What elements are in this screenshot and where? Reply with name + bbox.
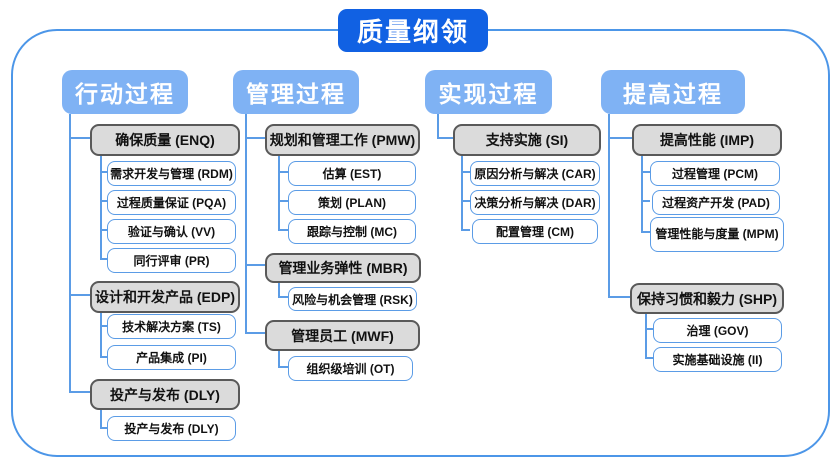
diagram-title: 质量纲领 [338,9,488,52]
connector [608,114,610,298]
connector [437,137,453,139]
connector [100,427,108,429]
node-rsk: 风险与机会管理 (RSK) [288,287,417,311]
connector [245,264,265,266]
header-management-process: 管理过程 [233,70,359,114]
connector [608,296,630,298]
node-mwf: 管理员工 (MWF) [265,320,420,351]
node-dly-item: 投产与发布 (DLY) [107,416,236,441]
connector [245,332,265,334]
node-enq: 确保质量 (ENQ) [90,124,240,156]
connector [278,296,288,298]
connector [278,152,280,231]
node-mbr: 管理业务弹性 (MBR) [265,253,421,283]
connector [69,114,71,393]
node-pr: 同行评审 (PR) [107,248,236,273]
connector [278,200,288,202]
node-edp: 设计和开发产品 (EDP) [90,281,240,313]
connector [100,152,102,260]
connector [100,406,102,428]
node-pi: 产品集成 (PI) [107,345,236,370]
connector [100,200,108,202]
connector [100,356,108,358]
node-ii: 实施基础设施 (II) [653,347,782,372]
connector [278,347,280,368]
connector [245,137,265,139]
node-imp: 提高性能 (IMP) [632,124,782,156]
node-pqa: 过程质量保证 (PQA) [107,190,236,215]
connector [461,229,470,231]
connector [645,357,653,359]
node-rdm: 需求开发与管理 (RDM) [107,161,236,186]
connector [641,200,650,202]
connector [100,229,108,231]
connector [461,171,470,173]
connector [69,391,90,393]
connector [100,171,108,173]
connector [645,328,653,330]
connector [278,279,280,298]
node-pcm: 过程管理 (PCM) [650,161,780,186]
node-dly-group: 投产与发布 (DLY) [90,379,240,410]
connector [278,366,288,368]
node-cm: 配置管理 (CM) [472,219,598,244]
node-vv: 验证与确认 (VV) [107,219,236,244]
node-plan: 策划 (PLAN) [288,190,416,215]
connector [437,114,439,139]
connector [100,325,108,327]
header-improvement-process: 提高过程 [601,70,745,114]
node-est: 估算 (EST) [288,161,416,186]
connector [100,258,108,260]
connector [69,294,90,296]
node-mc: 跟踪与控制 (MC) [288,219,416,244]
header-action-process: 行动过程 [62,70,188,114]
connector [245,114,247,333]
connector [100,309,102,358]
node-car: 原因分析与解决 (CAR) [470,161,600,186]
connector [278,171,288,173]
node-pmw: 规划和管理工作 (PMW) [265,124,420,156]
connector [461,152,463,231]
connector [278,229,288,231]
connector [645,310,647,359]
node-gov: 治理 (GOV) [653,318,782,343]
connector [641,231,650,233]
connector [641,152,643,233]
node-pad: 过程资产开发 (PAD) [652,190,780,215]
node-shp: 保持习惯和毅力 (SHP) [630,283,784,314]
node-ts: 技术解决方案 (TS) [107,314,236,339]
node-ot: 组织级培训 (OT) [288,356,413,381]
connector [641,171,650,173]
node-mpm: 管理性能与度量 (MPM) [650,217,784,252]
node-dar: 决策分析与解决 (DAR) [470,190,600,215]
connector [608,137,632,139]
node-si: 支持实施 (SI) [453,124,601,156]
header-realization-process: 实现过程 [425,70,552,114]
connector [461,200,470,202]
connector [69,137,90,139]
